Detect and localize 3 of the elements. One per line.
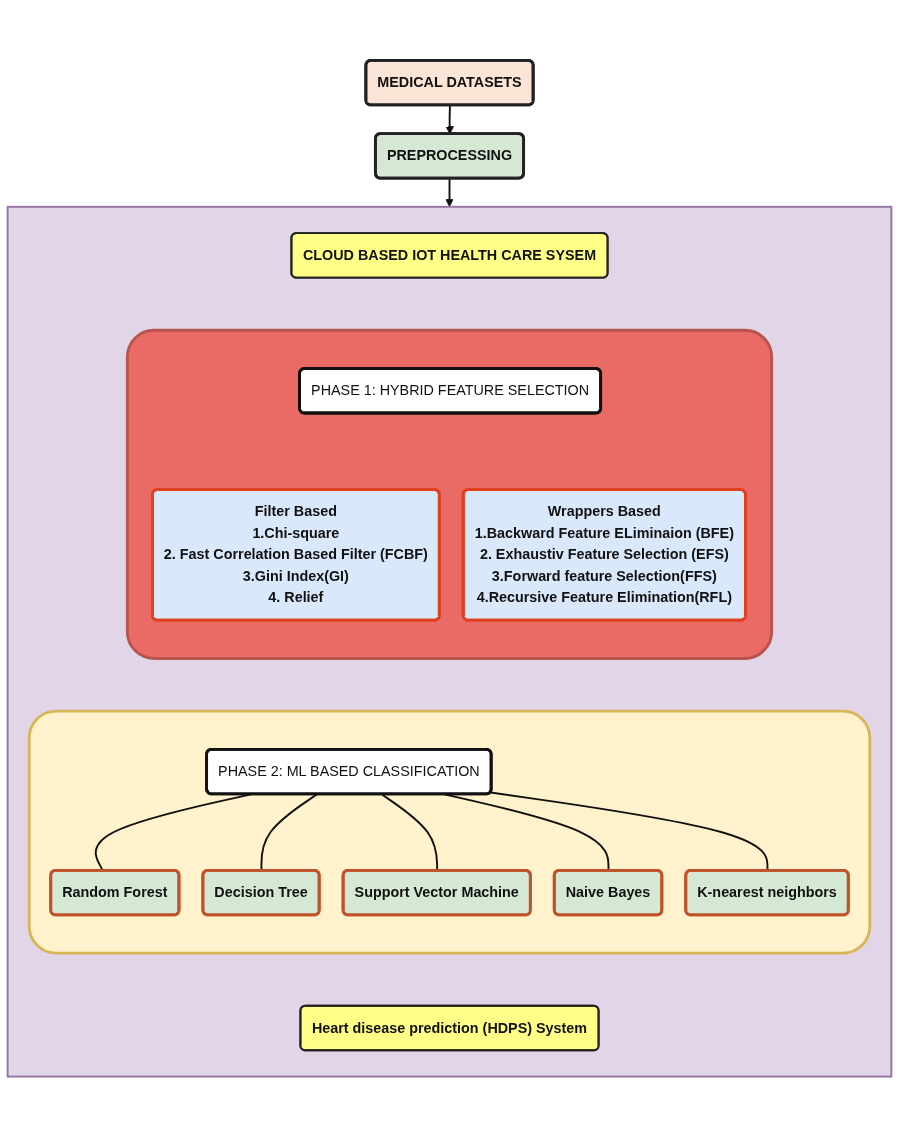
cluster <box>6 205 893 1078</box>
cluster <box>125 328 774 660</box>
cluster <box>27 709 872 955</box>
